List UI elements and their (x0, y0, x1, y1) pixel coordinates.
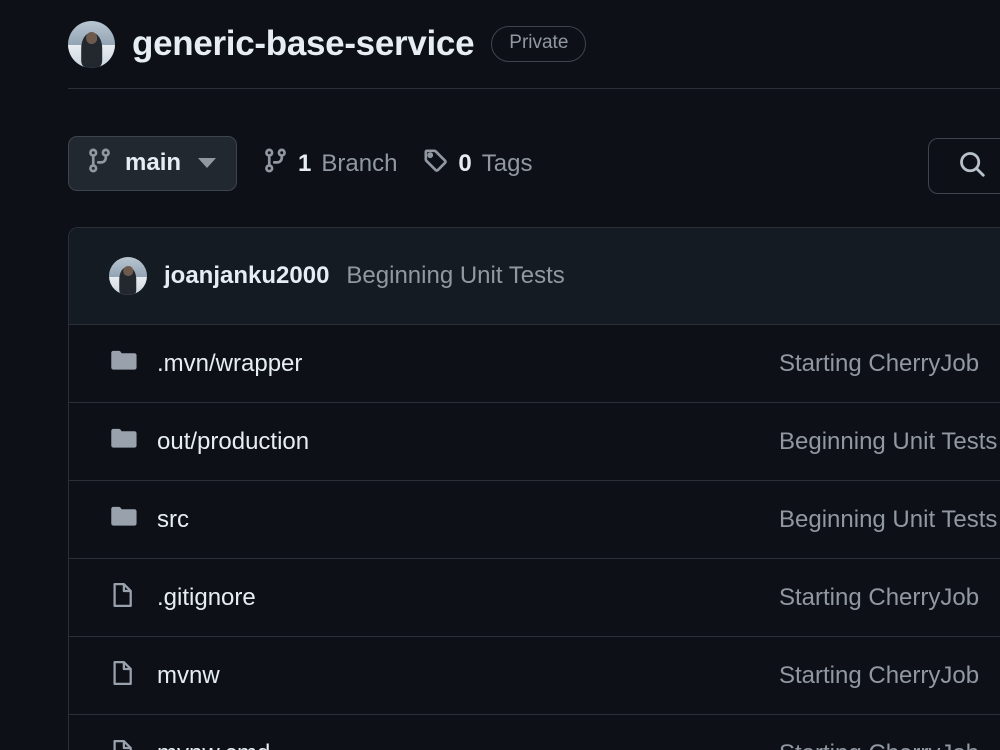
commit-message[interactable]: Beginning Unit Tests (346, 262, 565, 289)
git-branch-icon (87, 148, 112, 178)
tag-count-value: 0 (458, 149, 472, 177)
search-icon (957, 149, 987, 184)
file-name-cell: src (69, 503, 779, 536)
avatar-photo-head (85, 31, 98, 44)
folder-icon (109, 425, 137, 458)
search-input[interactable] (928, 138, 1000, 194)
owner-avatar[interactable] (68, 20, 115, 68)
avatar-photo-head (123, 266, 133, 276)
page-title[interactable]: generic-base-service (132, 24, 475, 63)
tag-count[interactable]: 0 Tags (423, 148, 532, 180)
branch-count-value: 1 (298, 149, 312, 177)
file-icon (109, 659, 137, 692)
branch-count[interactable]: 1 Branch (263, 148, 397, 180)
folder-icon (109, 503, 137, 536)
file-name-cell: mvnw.cmd (69, 738, 779, 750)
file-name: src (157, 505, 189, 533)
branch-selector-label: main (125, 149, 182, 176)
branch-toolbar: main 1 Branch 0 Tags (68, 136, 532, 191)
file-name-cell: .gitignore (69, 581, 779, 614)
repository-header: generic-base-service Private (68, 0, 1000, 89)
status-badge: Private (491, 26, 587, 62)
row-commit-message[interactable]: Starting CherryJob (779, 583, 980, 611)
table-row[interactable]: .mvn/wrapper Starting CherryJob (69, 325, 1000, 403)
row-commit-message[interactable]: Starting CherryJob (779, 740, 979, 750)
table-row[interactable]: out/production Beginning Unit Tests (69, 403, 1000, 481)
file-name: mvnw.cmd (157, 740, 270, 750)
folder-icon (109, 347, 137, 380)
file-icon (109, 581, 137, 614)
commit-author-name[interactable]: joanjanku2000 (164, 262, 330, 289)
row-commit-message[interactable]: Starting CherryJob (779, 661, 980, 689)
file-name-cell: mvnw (69, 659, 779, 692)
table-row[interactable]: mvnw Starting CherryJob (69, 637, 1000, 715)
table-row[interactable]: .gitignore Starting CherryJob (69, 559, 1000, 637)
file-name: out/production (157, 427, 310, 455)
latest-commit-bar: joanjanku2000 Beginning Unit Tests (69, 228, 1000, 325)
row-commit-message[interactable]: Starting CherryJob (779, 349, 980, 377)
file-listing-table: joanjanku2000 Beginning Unit Tests .mvn/… (68, 227, 1000, 750)
branch-selector-button[interactable]: main (68, 136, 238, 191)
chevron-down-icon (198, 158, 217, 168)
branch-count-label: Branch (321, 149, 398, 177)
file-name-cell: .mvn/wrapper (69, 347, 779, 380)
table-row[interactable]: src Beginning Unit Tests (69, 481, 1000, 559)
file-name: .gitignore (157, 583, 256, 611)
git-branch-icon (263, 148, 288, 180)
tag-count-label: Tags (481, 149, 533, 177)
row-commit-message[interactable]: Beginning Unit Tests (779, 505, 998, 533)
file-name: .mvn/wrapper (157, 349, 303, 377)
file-name-cell: out/production (69, 425, 779, 458)
commit-author-avatar[interactable] (109, 257, 147, 295)
tag-icon (423, 148, 448, 180)
file-icon (109, 738, 137, 750)
row-commit-message[interactable]: Beginning Unit Tests (779, 427, 998, 455)
file-name: mvnw (157, 661, 220, 689)
table-row[interactable]: mvnw.cmd Starting CherryJob (69, 715, 1000, 750)
